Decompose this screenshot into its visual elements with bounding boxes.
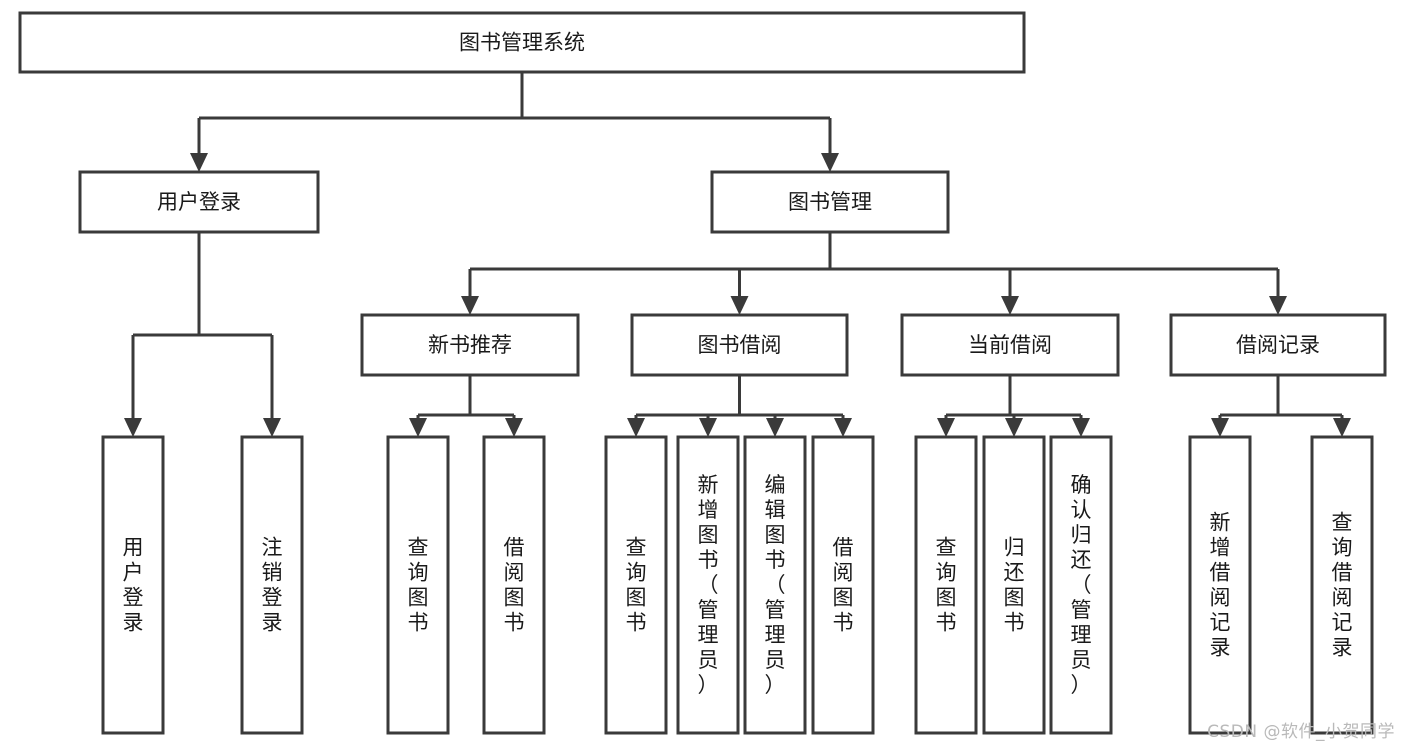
watermark-label: CSDN @软件_小贺同学 (1207, 722, 1395, 742)
edge-group-new-book-recommend (409, 375, 523, 437)
edge-group-root (190, 72, 839, 172)
node-borrow-record[interactable]: 借阅记录 (1169, 313, 1387, 377)
node-box-leaf-query-book-bor (604, 435, 668, 735)
node-leaf-add-record[interactable]: 新增借阅记录 (1188, 435, 1252, 735)
node-box-book-manage (710, 170, 950, 234)
arrow-head-icon (124, 418, 142, 437)
node-leaf-query-book-cur[interactable]: 查询图书 (914, 435, 978, 735)
node-box-borrow-record (1169, 313, 1387, 377)
node-box-leaf-query-book-cur (914, 435, 978, 735)
node-leaf-query-book-bor[interactable]: 查询图书 (604, 435, 668, 735)
node-leaf-query-book-rec[interactable]: 查询图书 (386, 435, 450, 735)
node-book-borrow[interactable]: 图书借阅 (630, 313, 849, 377)
node-box-root (18, 11, 1026, 74)
edge-group-book-borrow (627, 375, 852, 437)
arrow-head-icon (766, 418, 784, 437)
arrow-head-icon (263, 418, 281, 437)
node-box-leaf-borrow-book-rec (482, 435, 546, 735)
node-label-book-manage: 图书管理 (788, 190, 872, 214)
node-label-root: 图书管理系统 (459, 31, 585, 55)
node-label-user-login: 用户登录 (157, 190, 241, 214)
node-label-leaf-query-book-cur: 查询图书 (936, 536, 957, 635)
arrow-head-icon (1211, 418, 1229, 437)
arrow-head-icon (821, 153, 839, 172)
node-box-leaf-query-record (1310, 435, 1374, 735)
edges-layer (124, 72, 1351, 437)
node-label-current-borrow: 当前借阅 (968, 333, 1052, 357)
node-box-book-borrow (630, 313, 849, 377)
node-box-leaf-logout (240, 435, 304, 735)
arrow-head-icon (937, 418, 955, 437)
node-leaf-confirm-return[interactable]: 确认归还（管理员） (1049, 435, 1113, 735)
edge-group-user-login (124, 232, 281, 437)
node-leaf-add-book[interactable]: 新增图书（管理员） (676, 435, 740, 735)
node-box-user-login (78, 170, 320, 234)
arrow-head-icon (627, 418, 645, 437)
node-leaf-logout[interactable]: 注销登录 (240, 435, 304, 735)
arrow-head-icon (461, 296, 479, 315)
edge-group-book-manage (461, 232, 1287, 315)
node-label-leaf-user-login: 用户登录 (123, 536, 144, 635)
node-leaf-borrow-book-bor[interactable]: 借阅图书 (811, 435, 875, 735)
nodes-layer: 图书管理系统用户登录图书管理新书推荐图书借阅当前借阅借阅记录用户登录注销登录查询… (18, 11, 1387, 735)
node-box-leaf-return-book (982, 435, 1046, 735)
node-label-leaf-borrow-book-rec: 借阅图书 (504, 536, 525, 635)
arrow-head-icon (730, 296, 749, 315)
edge-group-borrow-record (1211, 375, 1351, 437)
node-root[interactable]: 图书管理系统 (18, 11, 1026, 74)
node-new-book-recommend[interactable]: 新书推荐 (360, 313, 580, 377)
node-box-current-borrow (900, 313, 1120, 377)
node-box-leaf-confirm-return (1049, 435, 1113, 735)
arrow-head-icon (505, 418, 523, 437)
node-current-borrow[interactable]: 当前借阅 (900, 313, 1120, 377)
node-box-leaf-add-record (1188, 435, 1252, 735)
node-leaf-return-book[interactable]: 归还图书 (982, 435, 1046, 735)
arrow-head-icon (699, 418, 717, 437)
node-box-leaf-user-login (101, 435, 165, 735)
node-label-leaf-confirm-return: 确认归还（管理员） (1071, 473, 1092, 697)
arrow-head-icon (409, 418, 427, 437)
node-user-login[interactable]: 用户登录 (78, 170, 320, 234)
arrow-head-icon (834, 418, 852, 437)
node-leaf-user-login[interactable]: 用户登录 (101, 435, 165, 735)
arrow-head-icon (190, 153, 208, 172)
node-label-leaf-add-record: 新增借阅记录 (1210, 511, 1231, 660)
node-label-leaf-borrow-book-bor: 借阅图书 (833, 536, 854, 635)
arrow-head-icon (1269, 296, 1287, 315)
node-leaf-edit-book[interactable]: 编辑图书（管理员） (743, 435, 807, 735)
node-leaf-query-record[interactable]: 查询借阅记录 (1310, 435, 1374, 735)
node-label-new-book-recommend: 新书推荐 (428, 333, 512, 357)
node-label-leaf-query-book-rec: 查询图书 (408, 536, 429, 635)
node-box-leaf-query-book-rec (386, 435, 450, 735)
node-label-book-borrow: 图书借阅 (698, 333, 782, 357)
node-label-leaf-edit-book: 编辑图书（管理员） (765, 473, 786, 697)
node-leaf-borrow-book-rec[interactable]: 借阅图书 (482, 435, 546, 735)
node-label-leaf-add-book: 新增图书（管理员） (698, 473, 719, 697)
node-label-leaf-query-record: 查询借阅记录 (1332, 511, 1353, 660)
node-book-manage[interactable]: 图书管理 (710, 170, 950, 234)
node-label-leaf-logout: 注销登录 (262, 536, 283, 635)
node-box-new-book-recommend (360, 313, 580, 377)
arrow-head-icon (1005, 418, 1023, 437)
edge-group-current-borrow (937, 375, 1090, 437)
node-label-borrow-record: 借阅记录 (1236, 333, 1320, 357)
arrow-head-icon (1001, 296, 1019, 315)
node-label-leaf-return-book: 归还图书 (1004, 536, 1025, 635)
arrow-head-icon (1072, 418, 1090, 437)
arrow-head-icon (1333, 418, 1351, 437)
node-box-leaf-add-book (676, 435, 740, 735)
node-box-leaf-borrow-book-bor (811, 435, 875, 735)
node-box-leaf-edit-book (743, 435, 807, 735)
node-label-leaf-query-book-bor: 查询图书 (626, 536, 647, 635)
